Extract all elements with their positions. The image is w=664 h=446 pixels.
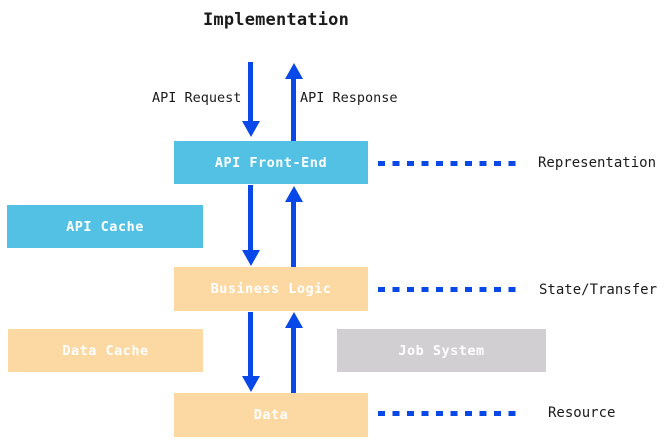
box-api-cache: API Cache: [7, 205, 203, 248]
diagram-title: Implementation: [202, 10, 350, 30]
down-arrow-shaft: [248, 185, 253, 250]
box-api-front-end-label: API Front-End: [214, 154, 328, 171]
down-arrow-icon: [242, 250, 260, 266]
box-data-cache-label: Data Cache: [62, 342, 149, 359]
representation-label: Representation: [538, 155, 657, 171]
box-job-system-label: Job System: [398, 342, 485, 359]
dashed-line-icon: [378, 161, 523, 166]
down-arrow-shaft: [248, 312, 253, 376]
api-request-label: API Request: [152, 90, 242, 106]
request-arrow-shaft: [248, 62, 253, 122]
down-arrow-icon: [242, 376, 260, 392]
box-job-system: Job System: [337, 329, 546, 372]
up-arrow-icon: [285, 186, 303, 202]
box-data: Data: [174, 393, 368, 437]
box-business-logic-label: Business Logic: [210, 281, 332, 297]
up-arrow-shaft: [291, 327, 296, 393]
dashed-line-icon: [378, 411, 523, 416]
box-data-label: Data: [253, 407, 289, 423]
up-arrow-shaft: [291, 201, 296, 267]
response-arrow-shaft: [291, 78, 296, 141]
api-response-label: API Response: [300, 90, 398, 106]
box-api-cache-label: API Cache: [66, 218, 144, 235]
up-arrow-icon: [285, 63, 303, 79]
down-arrow-icon: [242, 121, 260, 137]
box-business-logic: Business Logic: [174, 267, 368, 311]
box-data-cache: Data Cache: [8, 329, 203, 372]
box-api-front-end: API Front-End: [174, 141, 368, 184]
resource-label: Resource: [548, 405, 616, 421]
up-arrow-icon: [285, 312, 303, 328]
dashed-line-icon: [378, 287, 523, 292]
state-transfer-label: State/Transfer: [539, 282, 658, 298]
